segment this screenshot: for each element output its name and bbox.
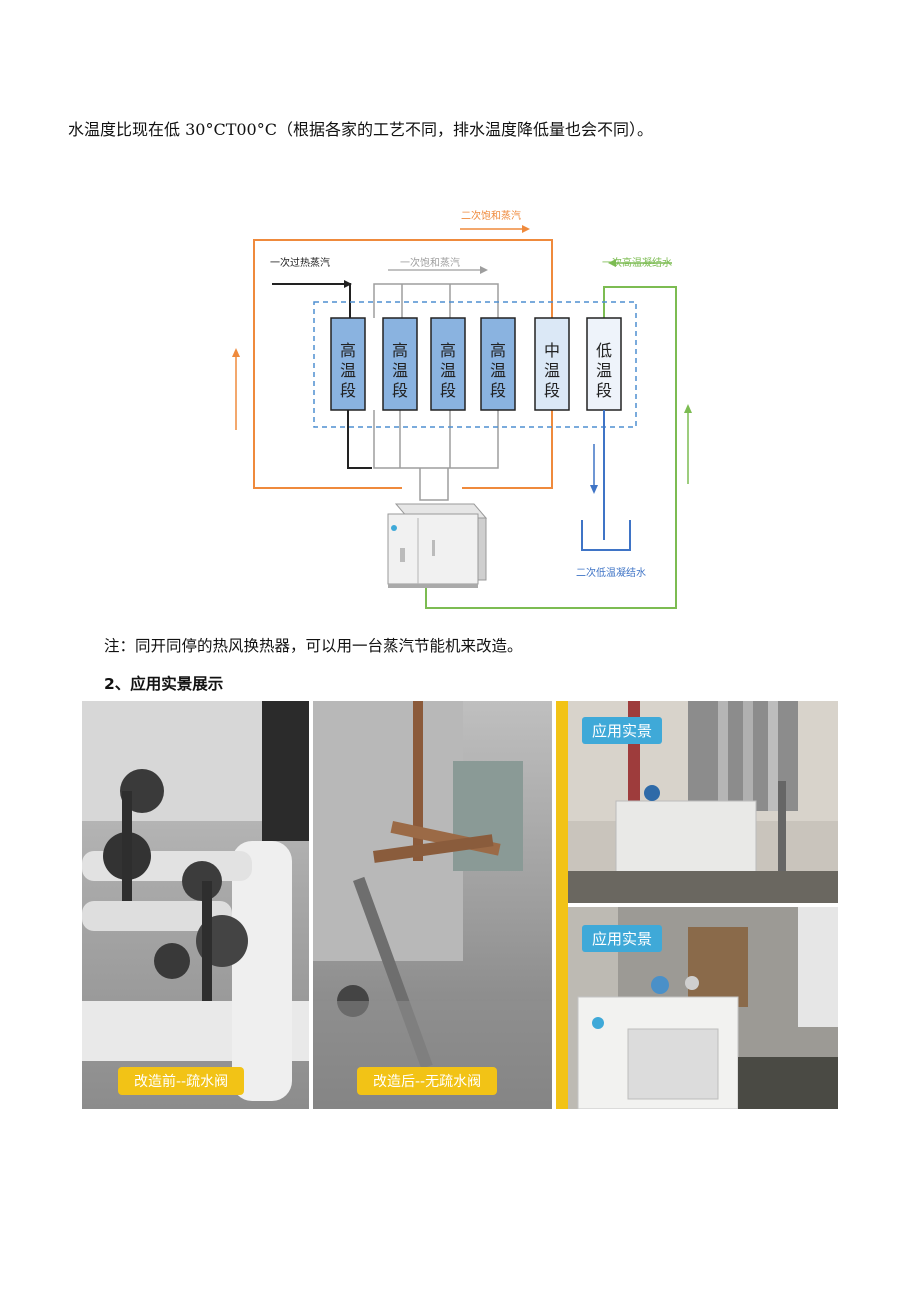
saturated-steam-header <box>373 283 499 318</box>
svg-text:段: 段 <box>392 381 408 400</box>
stage-box-high-2 <box>382 317 418 411</box>
svg-text:温: 温 <box>440 361 456 380</box>
svg-text:高: 高 <box>440 341 456 360</box>
photo-scene-1: 应用实景 <box>568 701 838 903</box>
stage-box-high-4 <box>480 317 516 411</box>
svg-text:高: 高 <box>340 341 356 360</box>
caption-scene-2: 应用实景 <box>582 925 663 952</box>
svg-text:温: 温 <box>544 361 560 380</box>
superheated-steam-pipe <box>272 283 351 318</box>
pipe-valves-illustration <box>82 701 309 1101</box>
stage-box-low <box>586 317 622 411</box>
label-secondary-steam: 二次饱和蒸汽 <box>461 209 521 222</box>
svg-text:温: 温 <box>596 361 612 380</box>
caption-before: 改造前--疏水阀 <box>118 1067 245 1095</box>
svg-text:段: 段 <box>340 381 356 400</box>
photo-scene-2: 应用实景 <box>568 907 838 1109</box>
svg-text:低: 低 <box>596 341 612 360</box>
heat-exchanger-enclosure <box>313 301 637 428</box>
svg-text:温: 温 <box>490 361 506 380</box>
svg-text:段: 段 <box>544 381 560 400</box>
photo-divider <box>556 701 568 1109</box>
condensate-tank <box>581 520 631 551</box>
secondary-steam-loop <box>253 239 553 489</box>
svg-text:中: 中 <box>544 341 560 360</box>
stage-box-high-1 <box>330 317 366 411</box>
intro-paragraph: 水温度比现在低 30°CT00°C（根据各家的工艺不同，排水温度降低量也会不同）… <box>68 120 653 139</box>
label-primary-condensate: 一次高温凝结水 <box>602 256 672 269</box>
svg-text:段: 段 <box>440 381 456 400</box>
application-photos: 改造前--疏水阀 改造后--无疏水阀 <box>82 701 838 1109</box>
machine-room-illustration <box>313 701 552 1109</box>
primary-condensate-loop <box>425 286 677 609</box>
photo-after-retrofit: 改造后--无疏水阀 <box>313 701 552 1109</box>
secondary-steam-return <box>462 410 553 489</box>
label-secondary-condensate: 二次低温凝结水 <box>576 566 646 579</box>
stage-box-mid <box>534 317 570 411</box>
label-primary-saturated: 一次饱和蒸汽 <box>400 256 460 269</box>
steam-saving-machine <box>387 503 488 588</box>
svg-text:段: 段 <box>490 381 506 400</box>
svg-text:高: 高 <box>392 341 408 360</box>
caption-after: 改造后--无疏水阀 <box>357 1067 498 1095</box>
label-primary-superheated: 一次过热蒸汽 <box>270 256 330 269</box>
svg-text:温: 温 <box>340 361 356 380</box>
photo-before-retrofit: 改造前--疏水阀 <box>82 701 309 1109</box>
stage-box-high-3 <box>430 317 466 411</box>
svg-text:段: 段 <box>596 381 612 400</box>
heat-recovery-diagram: 二次饱和蒸汽 一次高温凝结水 一次过热蒸汽 一次饱和蒸汽 高温段 高温段 高温段… <box>232 209 692 609</box>
caption-scene-1: 应用实景 <box>582 717 663 744</box>
section-heading: 2、应用实景展示 <box>104 675 224 693</box>
note-paragraph: 注：同开同停的热风换热器，可以用一台蒸汽节能机来改造。 <box>104 637 523 655</box>
svg-text:高: 高 <box>490 341 506 360</box>
svg-text:温: 温 <box>392 361 408 380</box>
